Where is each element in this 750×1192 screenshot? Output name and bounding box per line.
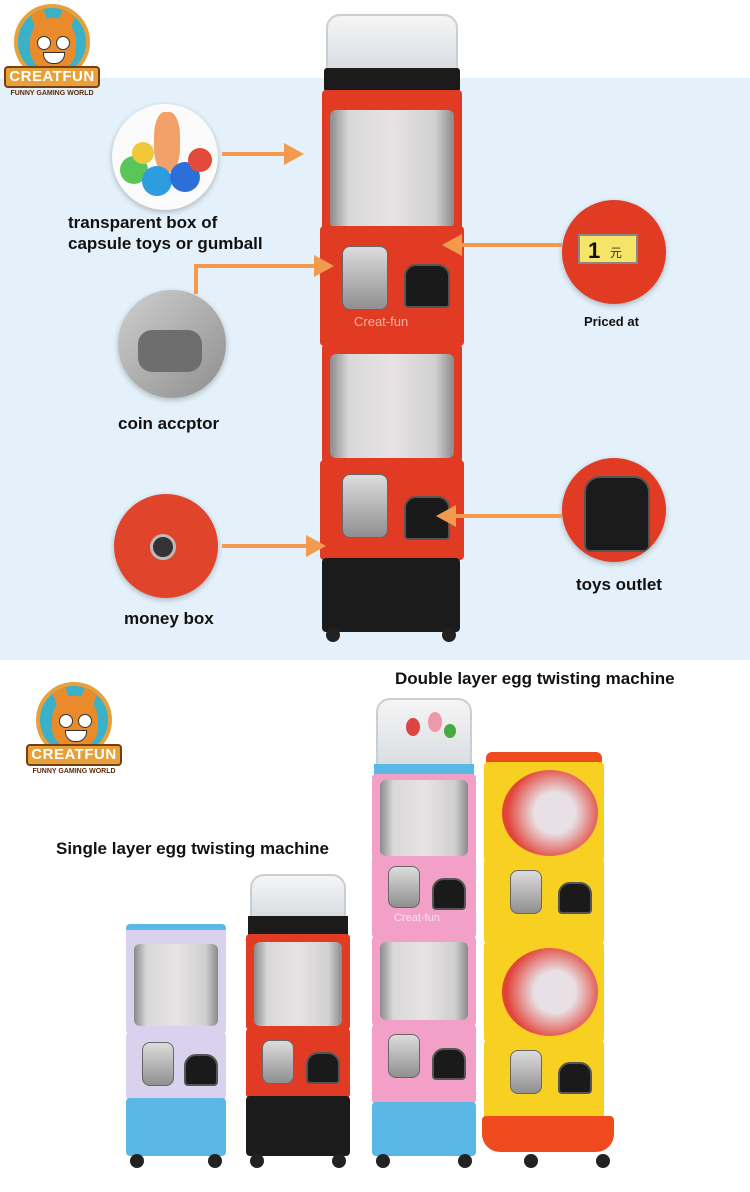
single-layer-title: Single layer egg twisting machine [56,839,330,858]
cat-mascot-icon [52,696,98,748]
lower-capsule-globe [330,354,454,458]
logo-brand-name: CREATFUN [26,744,122,766]
double-layer-title: Double layer egg twisting machine [395,669,675,688]
cat-mascot-icon [30,18,76,70]
base-stand [246,1096,350,1156]
logo-badge [14,4,90,80]
logo-brand-name: CREATFUN [4,66,100,88]
machine-base-stand [322,558,460,632]
machine-dome [376,698,472,768]
coin-knob-icon [388,1034,420,1078]
coin-knob-icon [510,1050,542,1094]
coin-knob-icon [142,1042,174,1086]
coin-acceptor-label: coin accptor [118,414,220,433]
wheel-icon [208,1154,222,1168]
coin-panel [126,1032,226,1100]
lower-globe-frame [322,344,462,464]
lower-globe-frame [372,936,476,1026]
machine-dome [326,14,458,72]
logo-tagline: FUNNY GAMING WORLD [10,90,94,97]
machine-brand-text: Creat-fun [394,912,440,924]
capsule-globe [254,942,342,1026]
lavender-single-machine [126,924,226,1172]
arrow-to-price-tag [442,234,562,256]
coin-acceptor-photo [118,290,226,398]
toy-outlet-chute [306,1052,340,1084]
wheel-icon [458,1154,472,1168]
wheel-icon [376,1154,390,1168]
wheel-icon [596,1154,610,1168]
base-stand [372,1102,476,1156]
brand-logo: CREATFUN FUNNY GAMING WORLD [4,4,100,104]
lower-coin-panel [320,460,464,560]
coin-knob-icon [388,866,420,908]
machine-brand-text: Creat-fun [354,314,409,329]
price-value: 1 [588,238,601,263]
upper-capsule-globe [330,110,454,228]
upper-coin-panel: Creat-fun [320,226,464,346]
lower-capsule-globe [380,942,468,1020]
arrow-to-money-box [222,535,326,557]
transparent-box-label: transparent box of capsule toys or gumba… [68,213,263,253]
main-double-layer-machine: Creat-fun [318,14,464,654]
money-box-label: money box [124,609,214,628]
wheel-icon [250,1154,264,1168]
upper-globe-frame [372,774,476,860]
brand-logo-secondary: CREATFUN FUNNY GAMING WORLD [26,682,122,782]
yellow-double-machine [480,752,620,1172]
red-single-machine [246,874,350,1172]
upper-coin-panel [484,858,604,944]
money-box-photo [114,494,218,598]
wheel-icon [130,1154,144,1168]
arrow-connector-line [194,264,198,294]
wheel-icon [524,1154,538,1168]
base-stand [482,1116,614,1152]
wheel-icon [442,628,456,642]
toy-outlet-chute [184,1054,218,1086]
capsule-toys-photo [112,104,218,210]
globe-frame [126,924,226,1034]
price-unit: 元 [610,246,623,260]
lower-coin-knob-icon [342,474,388,538]
machine-top-cap [248,916,348,936]
upper-globe-frame [484,762,604,862]
upper-capsule-globe [502,770,598,856]
upper-coin-panel: Creat-fun [372,856,476,938]
machine-top-cap [374,764,474,776]
toy-outlet-chute [432,1048,466,1080]
wheel-icon [332,1154,346,1168]
machine-dome [250,874,346,918]
toy-outlet-chute [432,878,466,910]
machine-top-cap [324,68,460,92]
arrow-to-toys-outlet [436,505,562,527]
lower-coin-panel [372,1024,476,1104]
globe-frame [246,934,350,1030]
coin-acceptor-knob-icon [342,246,388,310]
lower-coin-panel [484,1040,604,1120]
wheel-icon [326,628,340,642]
lower-capsule-globe [502,948,598,1036]
lower-globe-frame [484,942,604,1042]
logo-tagline: FUNNY GAMING WORLD [32,768,116,775]
machine-top-cap [486,752,602,764]
toys-outlet-photo [562,458,666,562]
arrow-to-coin-acceptor [194,255,334,277]
price-tag-photo: 1 元 [562,200,666,304]
coin-knob-icon [510,870,542,914]
toys-outlet-label: toys outlet [576,575,662,594]
arrow-to-globe [222,143,304,165]
base-stand [126,1098,226,1156]
coin-knob-icon [262,1040,294,1084]
upper-capsule-globe [380,780,468,856]
toy-outlet-chute [558,882,592,914]
toy-outlet-chute [404,264,450,308]
upper-globe-frame [322,90,462,234]
pink-double-machine: Creat-fun [372,698,476,1172]
capsule-globe [134,944,218,1026]
toy-outlet-chute [558,1062,592,1094]
priced-at-label: Priced at [584,314,639,329]
coin-panel [246,1028,350,1098]
